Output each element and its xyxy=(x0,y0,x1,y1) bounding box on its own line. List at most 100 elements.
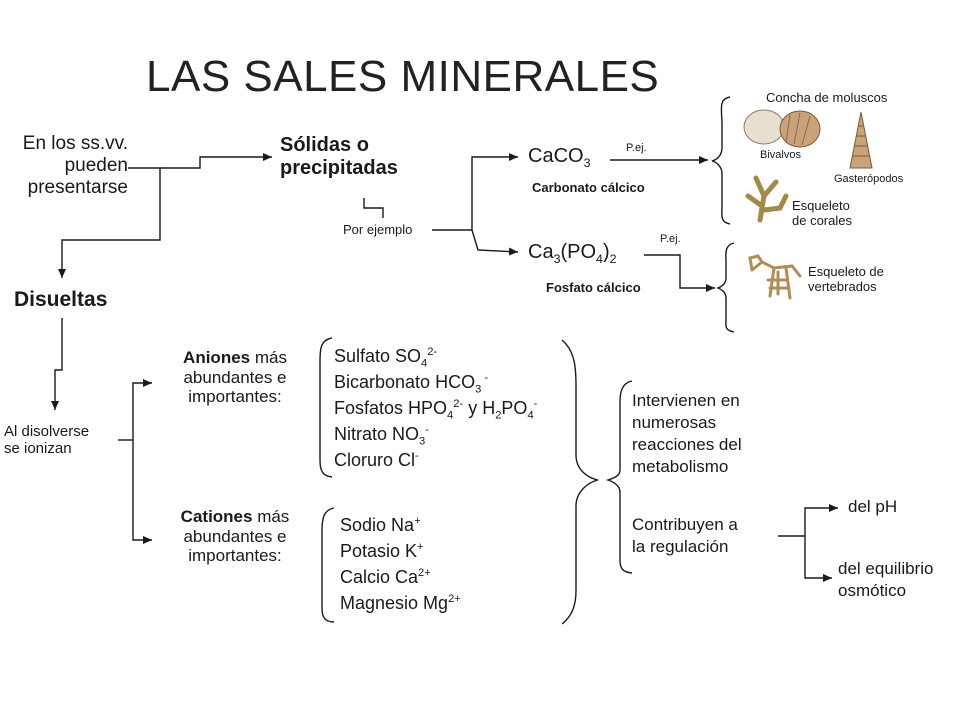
intro-line: En los ss.vv. xyxy=(22,133,128,154)
brace-vertebrados xyxy=(715,242,735,333)
anion-fosfatos: Fosfatos HPO42- y H2PO4- xyxy=(334,395,537,421)
aniones-header: Aniones más abundantes e importantes: xyxy=(152,348,318,407)
formula-subscript: 2 xyxy=(495,409,502,422)
formula-subscript: 3 xyxy=(553,252,561,266)
anion-text: y H xyxy=(463,398,496,418)
arrow-to-fosfato xyxy=(471,229,519,256)
anion-text: PO xyxy=(501,398,528,418)
formula-superscript: - xyxy=(481,372,489,384)
disueltas-label: Disueltas xyxy=(14,288,108,311)
cation-calcio: Calcio Ca2+ xyxy=(340,564,461,590)
bivalvos-label: Bivalvos xyxy=(760,149,801,161)
cation-text: Calcio Ca xyxy=(340,567,419,587)
funcion-line: numerosas xyxy=(632,413,717,432)
arrow-to-osmotico xyxy=(804,536,832,582)
cationes-list: Sodio Na+ Potasio K+ Calcio Ca2+ Magnesi… xyxy=(340,512,461,616)
formula-subscript: 3 xyxy=(419,435,426,448)
ionizan-label: Al disolverse se ionizan xyxy=(4,423,89,458)
formula-subscript: 4 xyxy=(596,252,603,266)
funcion-line: reacciones del xyxy=(632,435,742,454)
caco3-formula: CaCO3 xyxy=(528,145,591,170)
cationes-head-line: Cationes más xyxy=(152,507,318,527)
funcion-line: la regulación xyxy=(632,537,729,556)
caco3-name: Carbonato cálcico xyxy=(532,180,645,195)
pej-caco3: P.ej. xyxy=(626,142,647,154)
formula-superscript: - xyxy=(425,424,429,436)
vertebrate-skeleton-icon xyxy=(748,254,802,300)
aniones-head-rest: más xyxy=(250,348,287,367)
cation-text: Potasio K xyxy=(340,541,418,561)
formula-part: Ca xyxy=(528,241,554,263)
formula-superscript: 2- xyxy=(427,346,438,358)
formula-subscript: 4 xyxy=(527,409,534,422)
arrow-to-aniones xyxy=(132,379,152,440)
anion-nitrato: Nitrato NO3- xyxy=(334,421,537,447)
formula-part: ) xyxy=(602,241,610,263)
aniones-head-line: Aniones más xyxy=(152,348,318,368)
fosfato-formula: Ca3(PO4)2 xyxy=(528,241,617,266)
vertebrados-line: Esqueleto de xyxy=(808,264,884,279)
regulacion-ph: del pH xyxy=(848,497,898,516)
cation-text: Magnesio Mg xyxy=(340,593,449,613)
cationes-head-line: abundantes e xyxy=(183,526,287,546)
funcion-reacciones: Intervienen en numerosas reacciones del … xyxy=(632,390,742,478)
fosfato-name: Fosfato cálcico xyxy=(546,280,641,295)
arrow-fosfato-examples xyxy=(644,254,715,292)
page-title: LAS SALES MINERALES xyxy=(146,52,660,101)
ionizan-line: se ionizan xyxy=(4,440,72,458)
formula-superscript: - xyxy=(415,450,419,462)
arrow-to-caco3 xyxy=(471,153,518,230)
anion-text: Sulfato SO xyxy=(334,346,422,366)
coral-icon xyxy=(745,175,789,223)
pej-fosfato: P.ej. xyxy=(660,233,681,245)
bivalve-shell-icon xyxy=(743,109,821,148)
anion-sulfato: Sulfato SO42- xyxy=(334,343,537,369)
corales-label: Esqueleto de corales xyxy=(792,198,852,229)
brace-caco3 xyxy=(711,96,731,225)
bracket-aniones-left xyxy=(319,337,333,478)
cation-magnesio: Magnesio Mg2+ xyxy=(340,590,461,616)
concha-label: Concha de moluscos xyxy=(766,90,888,105)
formula-superscript: 2+ xyxy=(448,593,461,605)
formula-subscript: 4 xyxy=(447,409,454,422)
aniones-head-line: abundantes e xyxy=(183,367,287,387)
intro-text: En los ss.vv. pueden presentarse xyxy=(0,133,128,199)
formula-subscript: 3 xyxy=(475,383,482,396)
solidas-line: Sólidas o xyxy=(280,134,369,156)
formula-superscript: + xyxy=(417,541,424,553)
arrow-to-ph xyxy=(804,504,838,536)
formula-part: CaCO xyxy=(528,145,584,167)
arrow-disolverse xyxy=(51,318,63,410)
arrow-solidas xyxy=(160,153,272,169)
solidas-label: Sólidas o precipitadas xyxy=(280,134,398,180)
osmotico-line: del equilibrio xyxy=(838,559,934,578)
corales-line: de corales xyxy=(792,212,852,228)
anion-text: Nitrato NO xyxy=(334,424,420,444)
funcion-line: Intervienen en xyxy=(632,391,740,410)
formula-superscript: 2+ xyxy=(418,567,431,579)
anion-text: Cloruro Cl xyxy=(334,450,416,470)
formula-superscript: + xyxy=(414,515,421,527)
anion-text: Bicarbonato HCO xyxy=(334,372,476,392)
arrow-to-solidas xyxy=(58,167,161,278)
cationes-head-bold: Cationes xyxy=(180,507,253,526)
formula-part: (PO xyxy=(560,241,597,263)
anion-cloruro: Cloruro Cl- xyxy=(334,447,537,473)
anion-text: Fosfatos HPO xyxy=(334,398,448,418)
funcion-line: Contribuyen a xyxy=(632,515,738,534)
regulacion-osmotico: del equilibrio osmótico xyxy=(838,558,933,602)
solidas-line: precipitadas xyxy=(280,157,398,179)
aniones-head-bold: Aniones xyxy=(183,348,251,367)
vertebrados-line: vertebrados xyxy=(808,278,877,294)
formula-superscript: 2- xyxy=(453,398,464,410)
vertebrados-label: Esqueleto de vertebrados xyxy=(808,264,884,295)
formula-subscript: 3 xyxy=(583,156,591,170)
osmotico-line: osmótico xyxy=(838,581,907,600)
cationes-head-rest: más xyxy=(252,507,290,526)
cation-sodio: Sodio Na+ xyxy=(340,512,461,538)
formula-superscript: - xyxy=(533,398,538,410)
cationes-head-line: importantes: xyxy=(188,546,282,566)
funcion-regulacion: Contribuyen a la regulación xyxy=(632,514,738,558)
